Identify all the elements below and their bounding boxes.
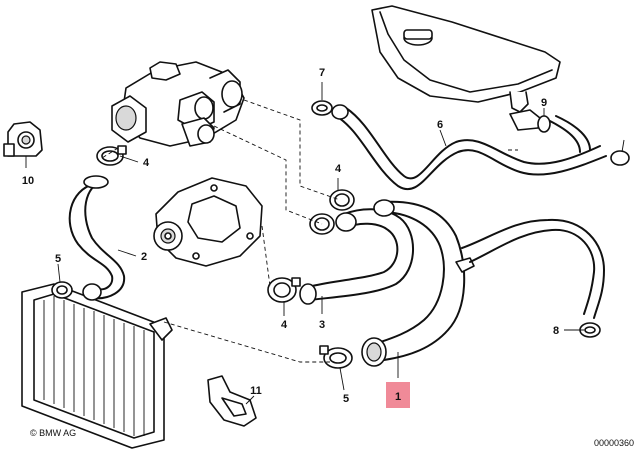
callout-4-upper-left[interactable]: 4	[143, 157, 150, 169]
callout-9[interactable]: 9	[541, 97, 547, 109]
hose-clamp-7	[311, 100, 333, 116]
callout-10[interactable]: 10	[22, 175, 34, 187]
radiator	[21, 283, 173, 449]
bracket-10	[3, 121, 43, 157]
callout-5-bottom[interactable]: 5	[343, 393, 349, 405]
callout-3[interactable]: 3	[319, 319, 325, 331]
hose-return	[461, 218, 605, 319]
callout-highlight	[386, 382, 410, 408]
hose-2	[68, 175, 126, 301]
callout-4-lower[interactable]: 4	[281, 319, 288, 331]
callout-4-center[interactable]: 4	[335, 163, 342, 175]
diagram-number: 00000360	[594, 438, 634, 448]
thermostat-housing	[111, 61, 245, 147]
callout-8[interactable]: 8	[553, 325, 559, 337]
callout-2[interactable]: 2	[141, 251, 147, 263]
callout-1[interactable]: 1	[395, 391, 401, 403]
hose-clamp-4a	[96, 145, 127, 166]
connection-lines	[101, 99, 518, 363]
hose-clamp-5a	[51, 281, 73, 299]
callout-6[interactable]: 6	[437, 119, 443, 131]
callout-5-left[interactable]: 5	[55, 253, 61, 265]
callout-7[interactable]: 7	[319, 67, 325, 79]
bracket-11	[207, 375, 257, 427]
leader-lines	[25, 82, 625, 405]
hose-3	[299, 208, 414, 305]
hose-6	[331, 104, 607, 190]
copyright-text: © BMW AG	[30, 428, 76, 438]
hose-clamp-5b	[319, 345, 353, 369]
callout-labels: 1 2 3 4 4 4 5 5 6 7 8 9 10 11	[22, 67, 559, 405]
callout-11[interactable]: 11	[250, 385, 262, 397]
expansion-tank	[371, 5, 561, 113]
water-pump	[153, 177, 263, 267]
hose-1	[361, 199, 475, 367]
hose-9	[509, 109, 551, 133]
hose-clamp-8	[579, 150, 630, 338]
hose-clamp-4c	[267, 277, 301, 303]
